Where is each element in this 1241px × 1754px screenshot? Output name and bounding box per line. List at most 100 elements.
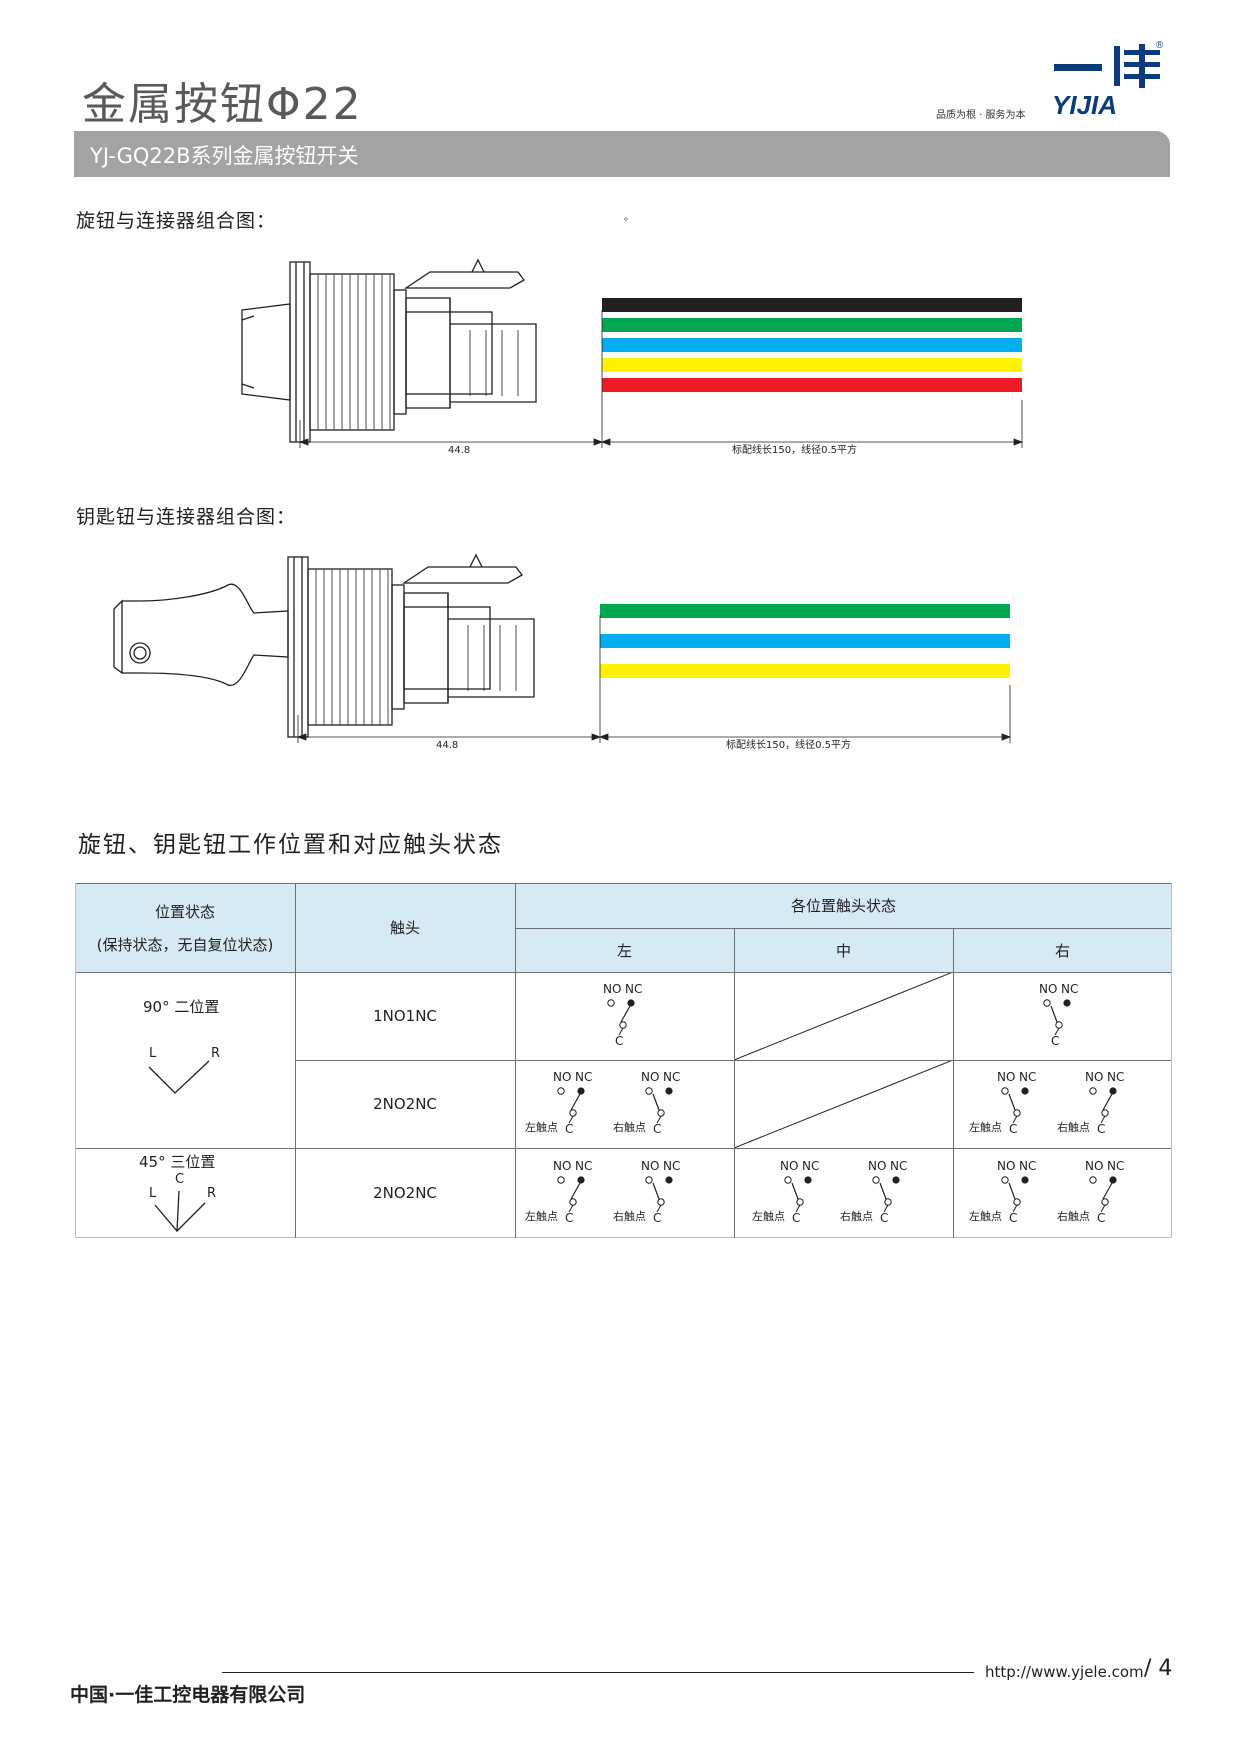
no-terminal xyxy=(872,1176,880,1184)
contact-blade xyxy=(879,1182,887,1200)
knob-assembly-drawing: 44.8 标配线长150，线径0.5平方 xyxy=(241,258,1024,456)
svg-text:L: L xyxy=(149,1186,157,1201)
no-label: NO xyxy=(553,1070,571,1084)
dim-body-length: 44.8 xyxy=(448,445,470,456)
contact-symbol: NO NC C 右触点 xyxy=(1057,1070,1124,1136)
nc-terminal xyxy=(577,1176,585,1184)
no-terminal xyxy=(1089,1176,1097,1184)
svg-text:C: C xyxy=(175,1173,184,1187)
no-label: NO xyxy=(997,1070,1015,1084)
no-terminal xyxy=(645,1087,653,1095)
no-terminal xyxy=(645,1176,653,1184)
c-lead xyxy=(1054,1027,1060,1036)
key-assembly-drawing: 44.8 标配线长150，线径0.5平方 xyxy=(113,553,1012,751)
no-terminal xyxy=(1043,999,1051,1007)
c-terminal xyxy=(657,1109,665,1117)
right-contact-label: 右触点 xyxy=(840,1209,873,1223)
right-contact-label: 右触点 xyxy=(613,1209,646,1223)
contact-blade xyxy=(1102,1093,1113,1111)
contact-blade xyxy=(652,1093,660,1111)
c-terminal xyxy=(1013,1109,1021,1117)
nc-terminal xyxy=(1109,1087,1117,1095)
c-lead xyxy=(795,1204,801,1213)
nc-terminal xyxy=(665,1087,673,1095)
header-states: 各位置触头状态 xyxy=(515,883,1172,928)
header-right: 右 xyxy=(953,928,1172,972)
no-label: NO xyxy=(603,982,621,996)
nc-label: NC xyxy=(663,1159,680,1173)
no-label: NO xyxy=(997,1159,1015,1173)
left-contact-label: 左触点 xyxy=(525,1120,558,1134)
right-contact-label: 右触点 xyxy=(1057,1120,1090,1134)
no-terminal xyxy=(557,1176,565,1184)
c-terminal xyxy=(1101,1109,1109,1117)
c-label: C xyxy=(1097,1122,1105,1136)
header-contacts: 触头 xyxy=(295,883,515,972)
footer-url[interactable]: http://www.yjele.com xyxy=(985,1663,1144,1681)
c-label: C xyxy=(1097,1211,1105,1225)
nc-terminal xyxy=(627,999,635,1007)
nc-terminal xyxy=(804,1176,812,1184)
no-terminal xyxy=(1001,1176,1009,1184)
contact-blade xyxy=(1050,1005,1058,1023)
no-label: NO xyxy=(868,1159,886,1173)
nc-label: NC xyxy=(625,982,642,996)
footer-rule xyxy=(222,1672,974,1673)
no-terminal xyxy=(784,1176,792,1184)
no-label: NO xyxy=(1085,1159,1103,1173)
header-middle: 中 xyxy=(734,928,953,972)
header-position-line1: 位置状态 xyxy=(154,902,215,921)
row2-position-label: 45° 三位置 xyxy=(139,1153,216,1171)
knob-section-title: 旋钮与连接器组合图： xyxy=(76,210,277,232)
c-lead xyxy=(1100,1204,1106,1213)
c-label: C xyxy=(792,1211,800,1225)
nc-terminal xyxy=(1021,1087,1029,1095)
nc-label: NC xyxy=(890,1159,907,1173)
nc-label: NC xyxy=(802,1159,819,1173)
c-label: C xyxy=(1009,1122,1017,1136)
wire-green xyxy=(602,318,1022,332)
nc-label: NC xyxy=(1107,1070,1124,1084)
c-label: C xyxy=(1009,1211,1017,1225)
logo-mark-icon: YIJIA ® xyxy=(1052,40,1164,120)
wire-red xyxy=(602,378,1022,392)
no-label: NO xyxy=(553,1159,571,1173)
wire-yellow xyxy=(602,358,1022,372)
contact-blade xyxy=(652,1182,660,1200)
key-dim-body-length: 44.8 xyxy=(436,740,458,751)
c-lead xyxy=(1012,1115,1018,1124)
no-label: NO xyxy=(1039,982,1057,996)
three-position-diagram: L C R xyxy=(149,1173,216,1232)
not-applicable-strike-2 xyxy=(734,1060,953,1148)
no-terminal xyxy=(607,999,615,1007)
key-wire-green xyxy=(600,604,1010,618)
c-lead xyxy=(1012,1204,1018,1213)
nc-label: NC xyxy=(1019,1070,1036,1084)
row1-position-label: 90° 二位置 xyxy=(143,998,220,1016)
no-label: NO xyxy=(641,1070,659,1084)
nc-terminal xyxy=(1109,1176,1117,1184)
footer-company: 中国·一佳工控电器有限公司 xyxy=(70,1684,306,1706)
svg-text:YIJIA: YIJIA xyxy=(1052,90,1117,118)
nc-terminal xyxy=(1021,1176,1029,1184)
positions-section-title: 旋钮、钥匙钮工作位置和对应触头状态 xyxy=(78,832,503,858)
c-terminal xyxy=(1055,1021,1063,1029)
nc-label: NC xyxy=(1019,1159,1036,1173)
c-lead xyxy=(656,1204,662,1213)
wire-blue xyxy=(602,338,1022,352)
right-contact-label: 右触点 xyxy=(1057,1209,1090,1223)
contact-blade xyxy=(620,1005,631,1023)
dim-wire-length: 标配线长150，线径0.5平方 xyxy=(732,443,857,456)
header-left: 左 xyxy=(515,928,734,972)
contact-blade xyxy=(791,1182,799,1200)
c-terminal xyxy=(1013,1198,1021,1206)
header-position-line2: (保持状态，无自复位状态) xyxy=(96,935,274,954)
contact-blade xyxy=(570,1093,581,1111)
no-label: NO xyxy=(1085,1070,1103,1084)
